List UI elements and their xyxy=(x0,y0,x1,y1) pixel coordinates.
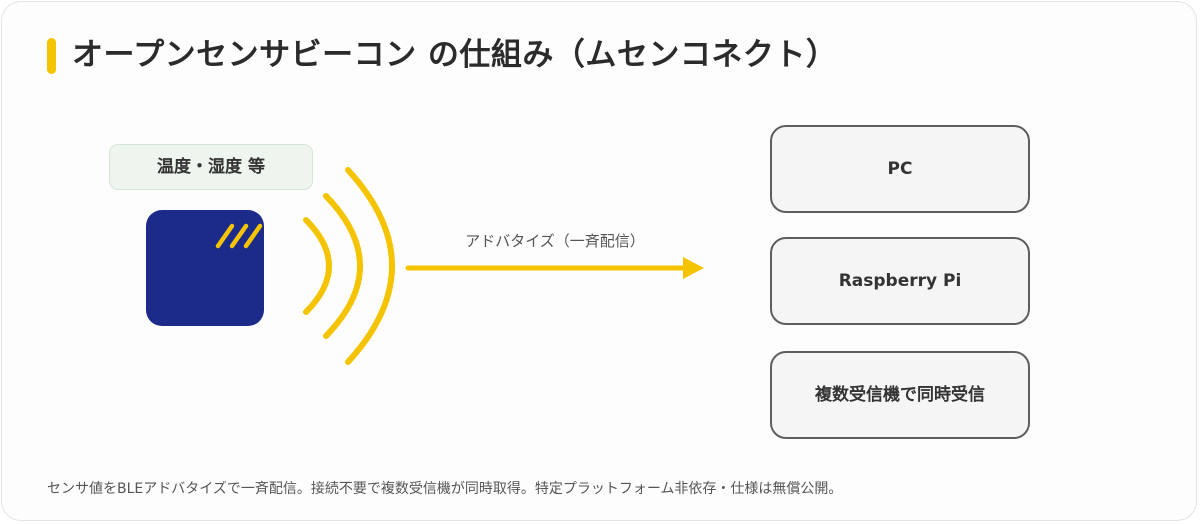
sensor-device xyxy=(146,210,264,326)
receiver-pc: PC xyxy=(770,125,1030,213)
broadcast-label: アドバタイズ（一斉配信） xyxy=(465,232,645,250)
footer-caption: センサ値をBLEアドバタイズで一斉配信。接続不要で複数受信機が同時取得。特定プラ… xyxy=(47,481,843,497)
broadcast-arrow xyxy=(405,257,704,279)
receiver-raspberry-pi: Raspberry Pi xyxy=(770,237,1030,325)
signal-waves-icon xyxy=(303,167,395,365)
sensor-values-label: 温度・湿度 等 xyxy=(109,144,313,190)
signal-wave-inner xyxy=(303,217,332,315)
receiver-multiple: 複数受信機で同時受信 xyxy=(770,351,1030,439)
diagram-title: オープンセンサビーコン の仕組み（ムセンコネクト） xyxy=(72,37,838,73)
sensor-device-gloss xyxy=(215,223,263,249)
signal-wave-outer xyxy=(345,167,395,365)
title-accent-bar xyxy=(47,38,56,74)
signal-wave-middle xyxy=(323,193,363,339)
